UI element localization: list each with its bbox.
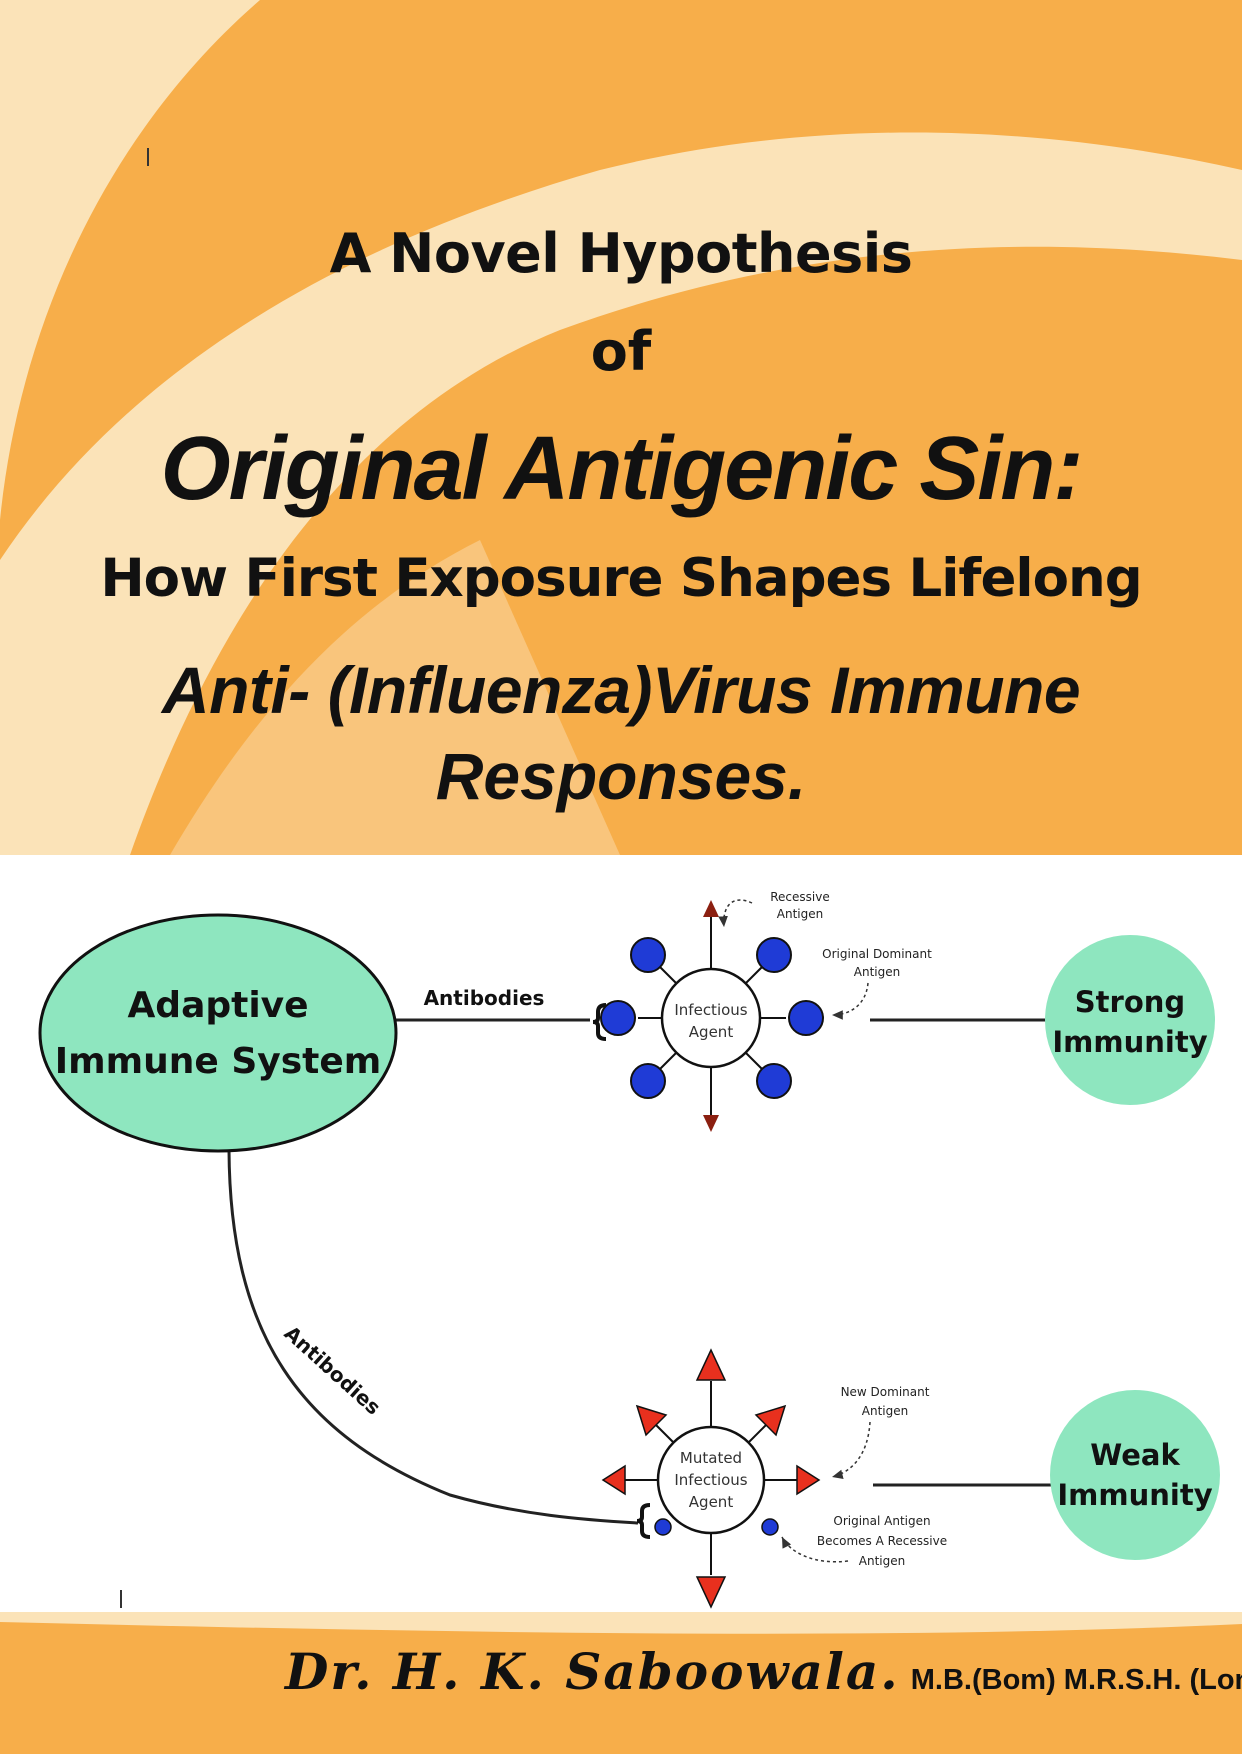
system-label-1: Adaptive	[127, 985, 308, 1026]
edge-antibodies-curve	[227, 1149, 639, 1525]
strong-immunity-node: Strong Immunity	[1045, 935, 1215, 1105]
system-label-2: Immune System	[55, 1041, 382, 1082]
bracket-top	[592, 1003, 607, 1041]
original-dominant-label-2: Antigen	[854, 965, 900, 979]
recessive-antigen-label-2: Antigen	[777, 907, 823, 921]
subtitle-line-1: How First Exposure Shapes Lifelong	[100, 548, 1142, 609]
crop-mark	[120, 1590, 122, 1608]
immune-diagram: Adaptive Immune System Antibodies Antibo…	[38, 890, 1220, 1609]
recessive-antigen-label-1: Recessive	[770, 890, 829, 904]
title-panel: A Novel Hypothesis of Original Antigenic…	[0, 0, 1242, 855]
title-main: Original Antigenic Sin:	[160, 419, 1084, 519]
antigen-dot	[630, 937, 666, 973]
strong-label-2: Immunity	[1052, 1025, 1207, 1059]
author-band	[0, 1612, 1242, 1754]
arrow-up-left-icon	[635, 1404, 668, 1437]
subtitle-line-2: Anti- (Influenza)Virus Immune	[161, 653, 1081, 727]
mutated-infectious-agent: Mutated Infectious Agent	[601, 1348, 821, 1609]
infectious-agent: Infectious Agent	[600, 900, 824, 1132]
arrow-down-icon	[695, 1576, 727, 1609]
original-recessive-label-2: Becomes A Recessive	[817, 1534, 947, 1548]
arrow-down-icon	[703, 1115, 719, 1132]
subtitle-line-3: Responses.	[435, 739, 807, 813]
weak-label-2: Immunity	[1057, 1478, 1212, 1512]
strong-label-1: Strong	[1075, 985, 1185, 1019]
crop-mark	[147, 148, 149, 166]
original-recessive-label-1: Original Antigen	[833, 1514, 930, 1528]
antigen-dot	[600, 1000, 636, 1036]
author-name: Dr. H. K. Saboowala.	[285, 1642, 900, 1701]
arrow-right-icon	[796, 1464, 821, 1496]
agent-label-2: Agent	[689, 1023, 734, 1041]
antigen-dot	[788, 1000, 824, 1036]
mutated-label-3: Agent	[689, 1493, 734, 1511]
antigen-dot	[756, 937, 792, 973]
background-swoosh	[0, 0, 1242, 855]
arrow-left-icon	[601, 1464, 626, 1496]
adaptive-immune-system-node: Adaptive Immune System	[38, 913, 398, 1153]
new-dominant-label-1: New Dominant	[841, 1385, 930, 1399]
author-credentials: M.B.(Bom) M.R.S.H. (London)	[910, 1664, 1242, 1696]
weak-immunity-node: Weak Immunity	[1050, 1390, 1220, 1560]
title-line-2: of	[590, 320, 652, 383]
arrow-up-right-icon	[754, 1404, 787, 1437]
title-line-1: A Novel Hypothesis	[329, 222, 913, 285]
new-dominant-label-2: Antigen	[862, 1404, 908, 1418]
mutated-label-2: Infectious	[674, 1471, 747, 1489]
antigen-dot	[761, 1518, 779, 1536]
original-recessive-label-3: Antigen	[859, 1554, 905, 1568]
bottom-swoosh	[0, 1612, 1242, 1634]
antigen-dot	[756, 1063, 792, 1099]
mutated-label-1: Mutated	[680, 1449, 742, 1467]
original-dominant-label-1: Original Dominant	[822, 947, 932, 961]
edge-label-top: Antibodies	[424, 986, 545, 1010]
antigen-dot	[654, 1518, 672, 1536]
agent-label-1: Infectious	[674, 1001, 747, 1019]
weak-label-1: Weak	[1090, 1438, 1180, 1472]
arrow-up-icon	[695, 1348, 727, 1381]
edge-label-curve: Antibodies	[280, 1321, 386, 1420]
antigen-dot	[630, 1063, 666, 1099]
author-line: Dr. H. K. Saboowala. M.B.(Bom) M.R.S.H. …	[285, 1642, 1242, 1701]
arrow-up-icon	[703, 900, 719, 917]
bracket-bottom	[636, 1503, 651, 1539]
